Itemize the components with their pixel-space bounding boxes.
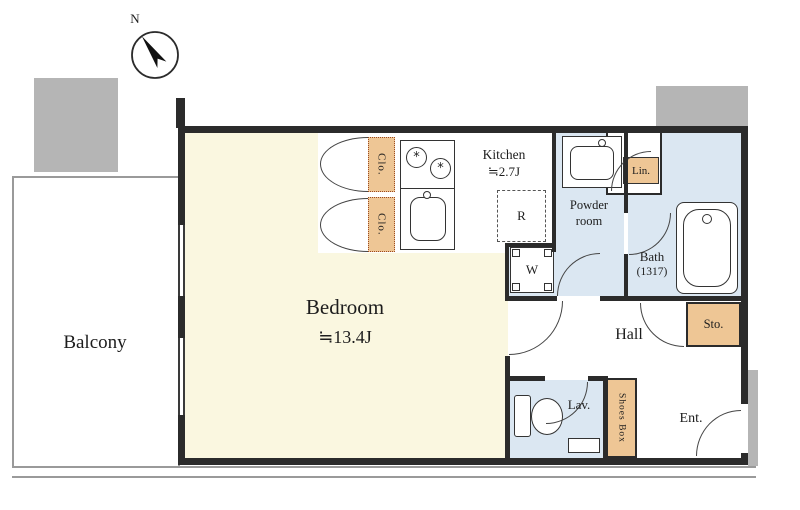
compass-icon xyxy=(131,31,179,79)
entrance-label: Ent. xyxy=(679,411,703,426)
wall-left xyxy=(178,296,185,338)
sink-basin-icon xyxy=(410,197,446,241)
washbasin-bowl-icon xyxy=(570,146,614,180)
lavatory-label: Lav. xyxy=(567,397,591,412)
powder-room-label: Powder xyxy=(569,198,609,212)
bath-size-label: (1317) xyxy=(636,266,668,278)
wall-alcove-top xyxy=(505,243,556,247)
wall-top xyxy=(178,126,748,133)
hall-label: Hall xyxy=(615,326,643,343)
window-line xyxy=(178,338,180,415)
kitchen-label: Kitchen xyxy=(482,147,526,162)
building-edge-right xyxy=(748,370,758,466)
wall-powder-bath xyxy=(624,254,628,296)
closet-bottom-label: Clo. xyxy=(368,197,395,252)
wall-right xyxy=(741,126,748,376)
storage-closet: Sto. xyxy=(686,302,741,347)
bathtub-inner-icon xyxy=(683,209,731,287)
bath-label: Bath xyxy=(639,249,665,264)
washer-corner xyxy=(512,283,520,291)
burner-icon: * xyxy=(406,147,427,168)
wall-stub-top-left xyxy=(176,98,185,128)
wall-left xyxy=(178,415,185,465)
wall-right xyxy=(741,376,748,404)
wall-left xyxy=(178,126,185,225)
wall-powder-bath xyxy=(624,133,628,213)
window-line xyxy=(183,338,185,415)
neighbor-block-left xyxy=(34,78,118,172)
neighbor-block-right xyxy=(656,86,748,130)
wall-bottom xyxy=(178,458,748,465)
washer-corner xyxy=(544,249,552,257)
burner-icon: * xyxy=(430,158,451,179)
refrigerator-box: R xyxy=(497,190,546,242)
closet-top-label: Clo. xyxy=(368,137,395,192)
faucet-icon xyxy=(598,139,606,147)
wall-hall-top xyxy=(600,296,741,301)
washer-corner xyxy=(544,283,552,291)
wall-hall-top xyxy=(505,296,557,301)
window-line xyxy=(183,225,185,296)
wall-lavatory-shoes xyxy=(603,376,608,458)
compass-north-label: N xyxy=(130,11,140,26)
kitchen-size-label: ≒2.7J xyxy=(487,164,521,179)
drain-icon xyxy=(702,214,712,224)
balcony-label: Balcony xyxy=(63,332,127,353)
wall-lavatory-top xyxy=(588,376,606,381)
toilet-tank-icon xyxy=(514,395,531,437)
balcony-area xyxy=(12,176,180,472)
powder-room-label-line2: room xyxy=(575,214,603,228)
wall-bedroom-hall xyxy=(505,356,510,458)
lavatory-counter-icon xyxy=(568,438,600,453)
window-line xyxy=(178,225,180,296)
wall-alcove-left xyxy=(505,243,509,300)
wall-kitchen-powder xyxy=(552,133,556,252)
faucet-icon xyxy=(423,191,431,199)
wall-right xyxy=(741,453,748,465)
bedroom-label: Bedroom xyxy=(305,295,385,319)
ground-slab xyxy=(12,466,756,478)
washer-corner xyxy=(512,249,520,257)
bedroom-size-label: ≒13.4J xyxy=(318,327,372,347)
shoes-box: Shoes Box xyxy=(606,378,637,458)
wall-lavatory-top xyxy=(505,376,545,381)
